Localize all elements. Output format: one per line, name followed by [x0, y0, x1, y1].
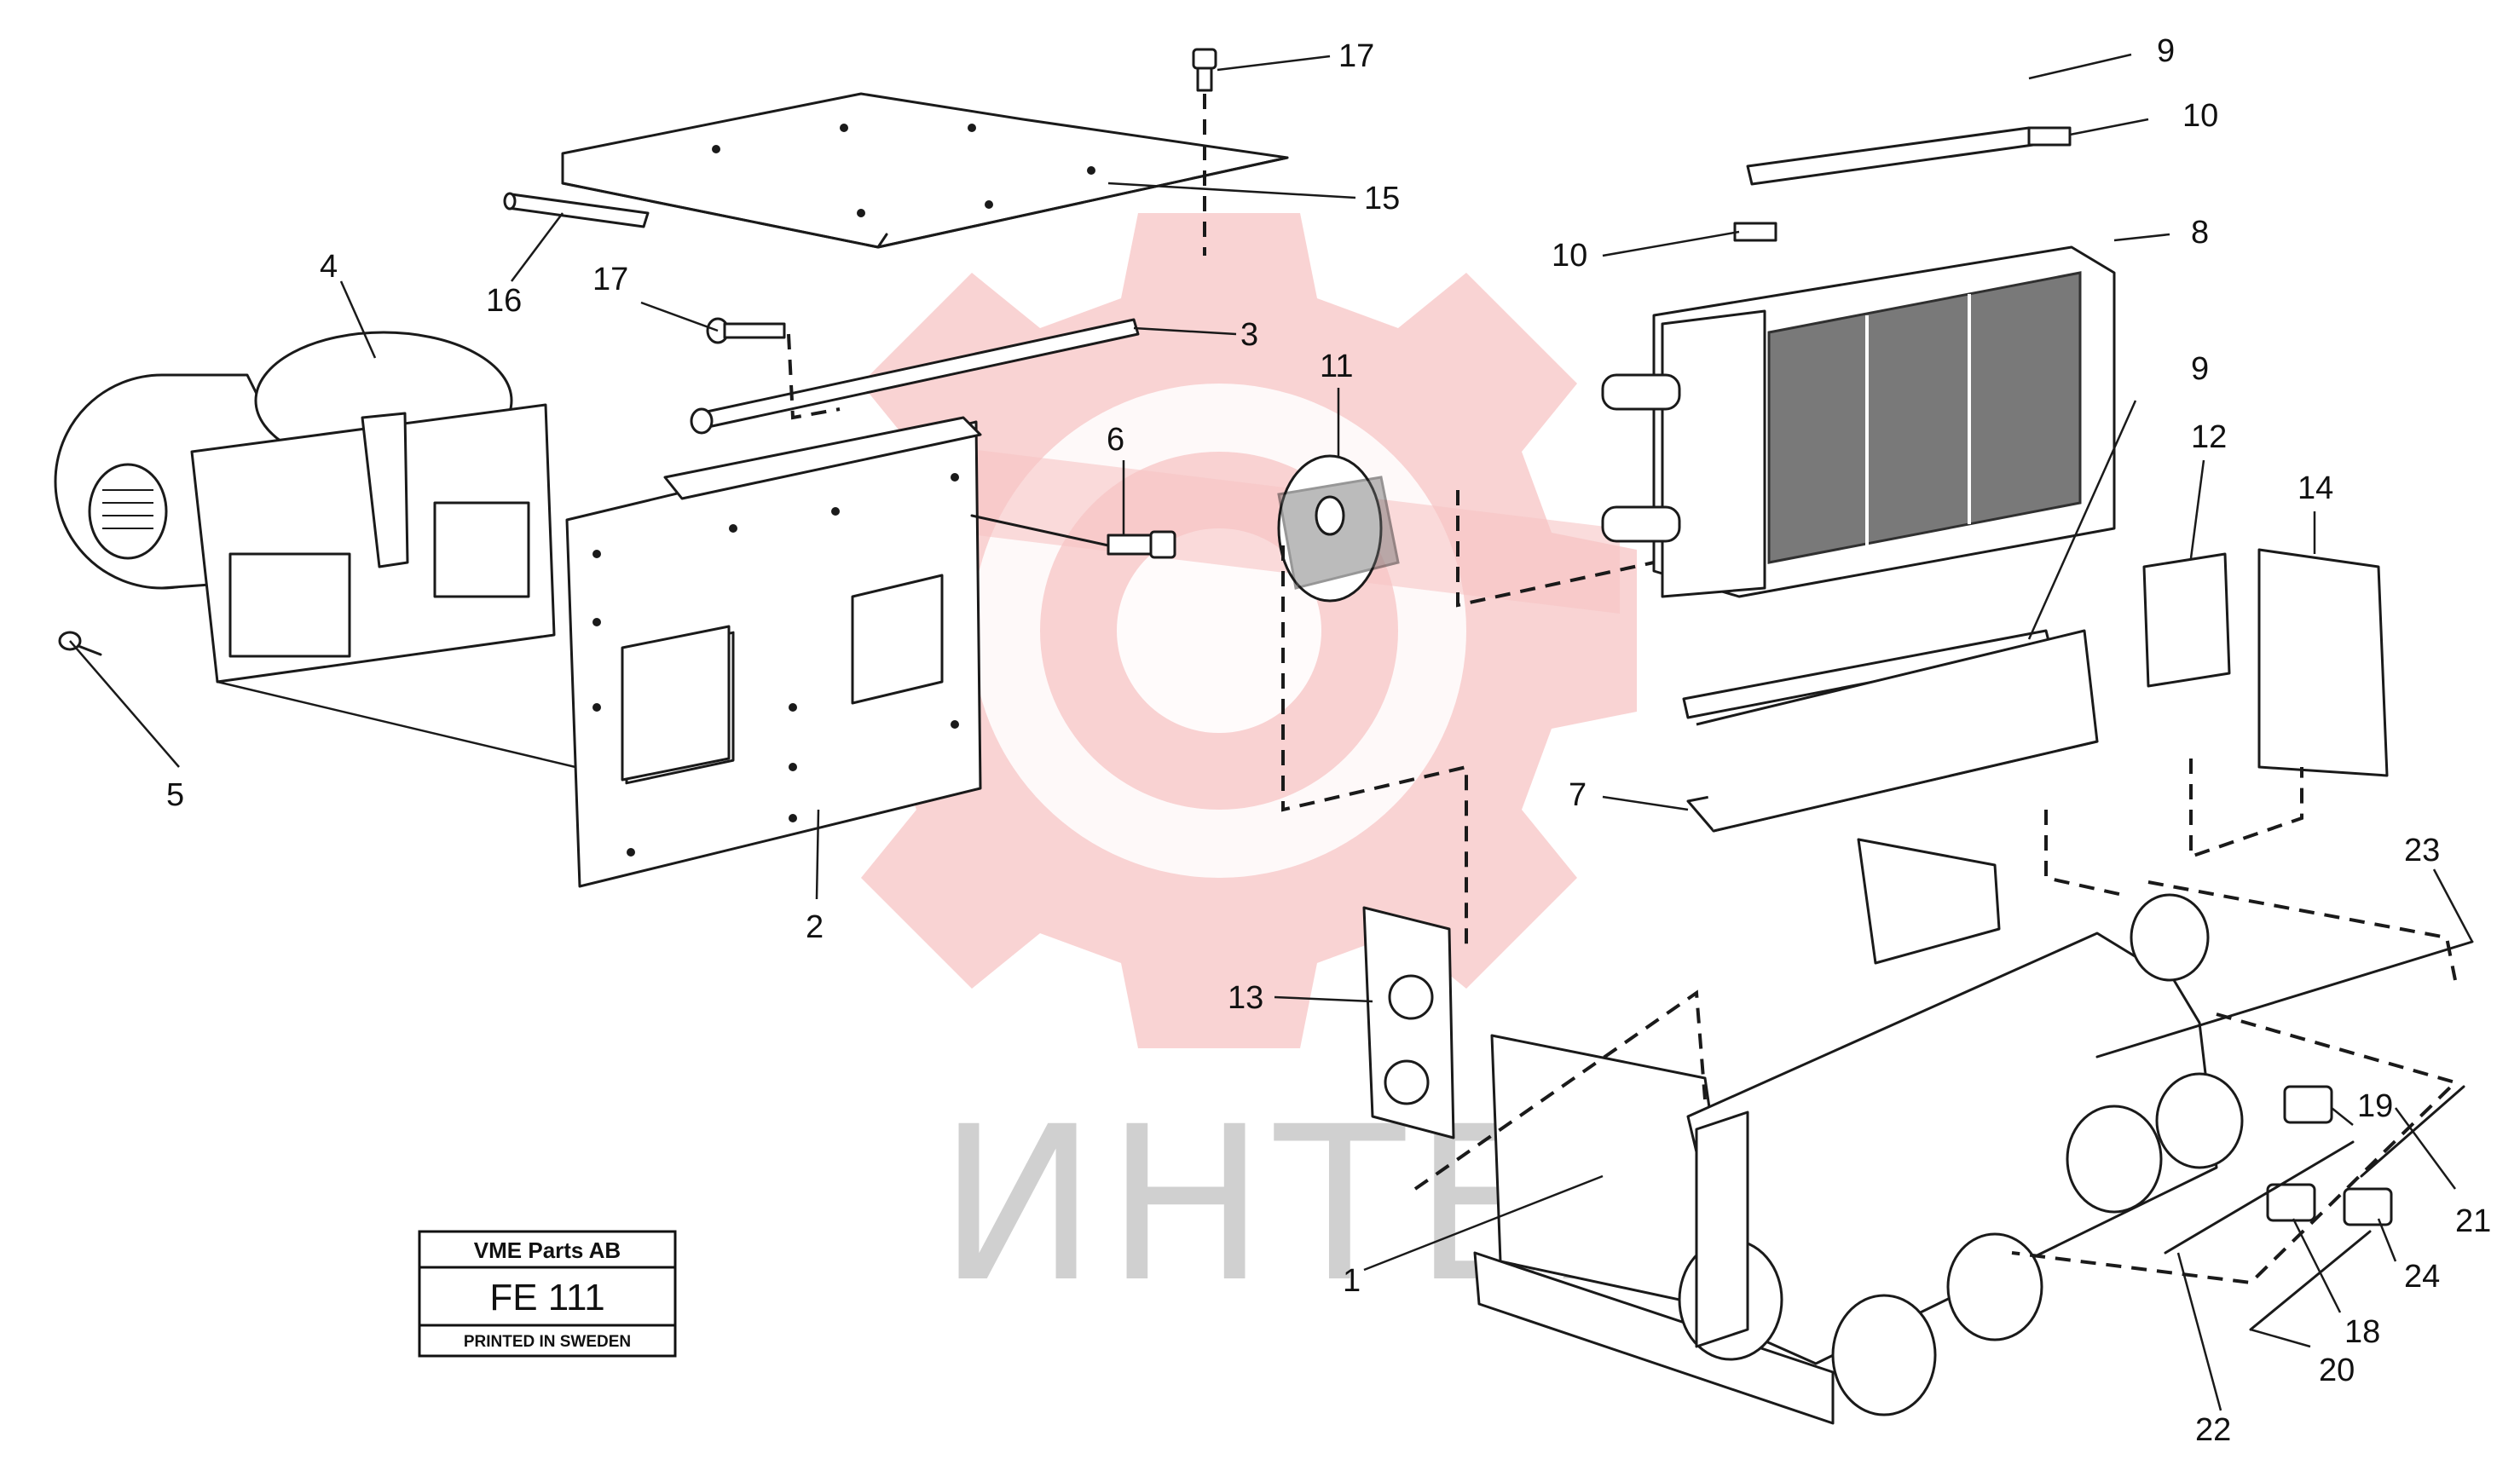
callout-6: 6 — [1107, 422, 1124, 458]
title-plate: VME Parts AB FE 111 PRINTED IN SWEDEN — [418, 1230, 677, 1358]
callout-10-right: 10 — [2182, 98, 2218, 134]
tray-7 — [1686, 629, 2099, 833]
dashed-route-valves — [2011, 1012, 2459, 1285]
leader-lines — [69, 53, 2474, 1411]
blower-motor-assembly — [54, 331, 556, 684]
heater-core — [1601, 245, 2116, 598]
callout-1: 1 — [1343, 1263, 1361, 1299]
callout-16: 16 — [486, 283, 522, 319]
callout-12: 12 — [2191, 419, 2227, 455]
link-rod-22 — [2164, 1140, 2355, 1255]
foam-strip-9-top — [1746, 126, 2035, 186]
callout-17-mid: 17 — [592, 262, 628, 297]
callout-5: 5 — [166, 777, 184, 813]
callout-15: 15 — [1364, 181, 1400, 216]
callout-2: 2 — [806, 909, 824, 945]
dashed-route-11 — [1281, 545, 1468, 946]
valve-19 — [2283, 1085, 2333, 1124]
link-rod-20 — [2249, 1230, 2372, 1331]
callout-21: 21 — [2455, 1203, 2491, 1239]
filter-12 — [2142, 552, 2231, 688]
cover-plate-14 — [2257, 548, 2389, 777]
plate-printed: PRINTED IN SWEDEN — [464, 1333, 631, 1351]
callout-3: 3 — [1240, 317, 1258, 353]
callout-13: 13 — [1228, 980, 1263, 1016]
bracket-plate-13 — [1362, 906, 1455, 1139]
heater-housing — [1473, 838, 2244, 1425]
callout-20: 20 — [2319, 1353, 2355, 1388]
bolt-17-mid — [706, 317, 841, 420]
link-rod-23 — [2095, 940, 2474, 1059]
callout-24: 24 — [2404, 1259, 2440, 1295]
dashed-route-plate14 — [2189, 759, 2303, 859]
bolt-17-top — [1192, 48, 1217, 256]
callout-14: 14 — [2297, 470, 2333, 506]
callout-17-top: 17 — [1338, 38, 1374, 74]
callout-9-top: 9 — [2157, 33, 2175, 69]
valve-24 — [2343, 1187, 2393, 1226]
callout-4: 4 — [320, 249, 338, 285]
callout-7: 7 — [1569, 777, 1587, 813]
clip-10-left — [1733, 222, 1777, 242]
dashed-route-filter — [2044, 810, 2124, 897]
callout-22: 22 — [2195, 1412, 2231, 1448]
plate-code: FE 111 — [489, 1277, 604, 1318]
rod-16 — [503, 192, 650, 228]
callout-labels: 17 15 16 4 17 3 6 11 5 2 13 9 10 8 10 9 … — [166, 33, 2491, 1448]
callout-9-lower: 9 — [2191, 351, 2209, 387]
mounting-plate — [565, 416, 982, 888]
valve-18 — [2266, 1183, 2316, 1222]
clip-10-right — [2027, 126, 2072, 147]
rod-3 — [690, 318, 1140, 435]
dashed-route-core — [1456, 490, 1655, 608]
callout-11: 11 — [1320, 349, 1353, 384]
callout-19: 19 — [2357, 1088, 2393, 1124]
dashed-route-housing — [1413, 989, 1707, 1191]
callout-8: 8 — [2191, 215, 2209, 251]
plate-brand: VME Parts AB — [474, 1237, 621, 1263]
callout-18: 18 — [2344, 1314, 2380, 1350]
bolt-6 — [970, 514, 1176, 559]
callout-23: 23 — [2404, 833, 2440, 868]
top-cover-plate — [561, 92, 1289, 249]
grommet-11 — [1277, 454, 1400, 603]
callout-10-left: 10 — [1552, 238, 1587, 274]
